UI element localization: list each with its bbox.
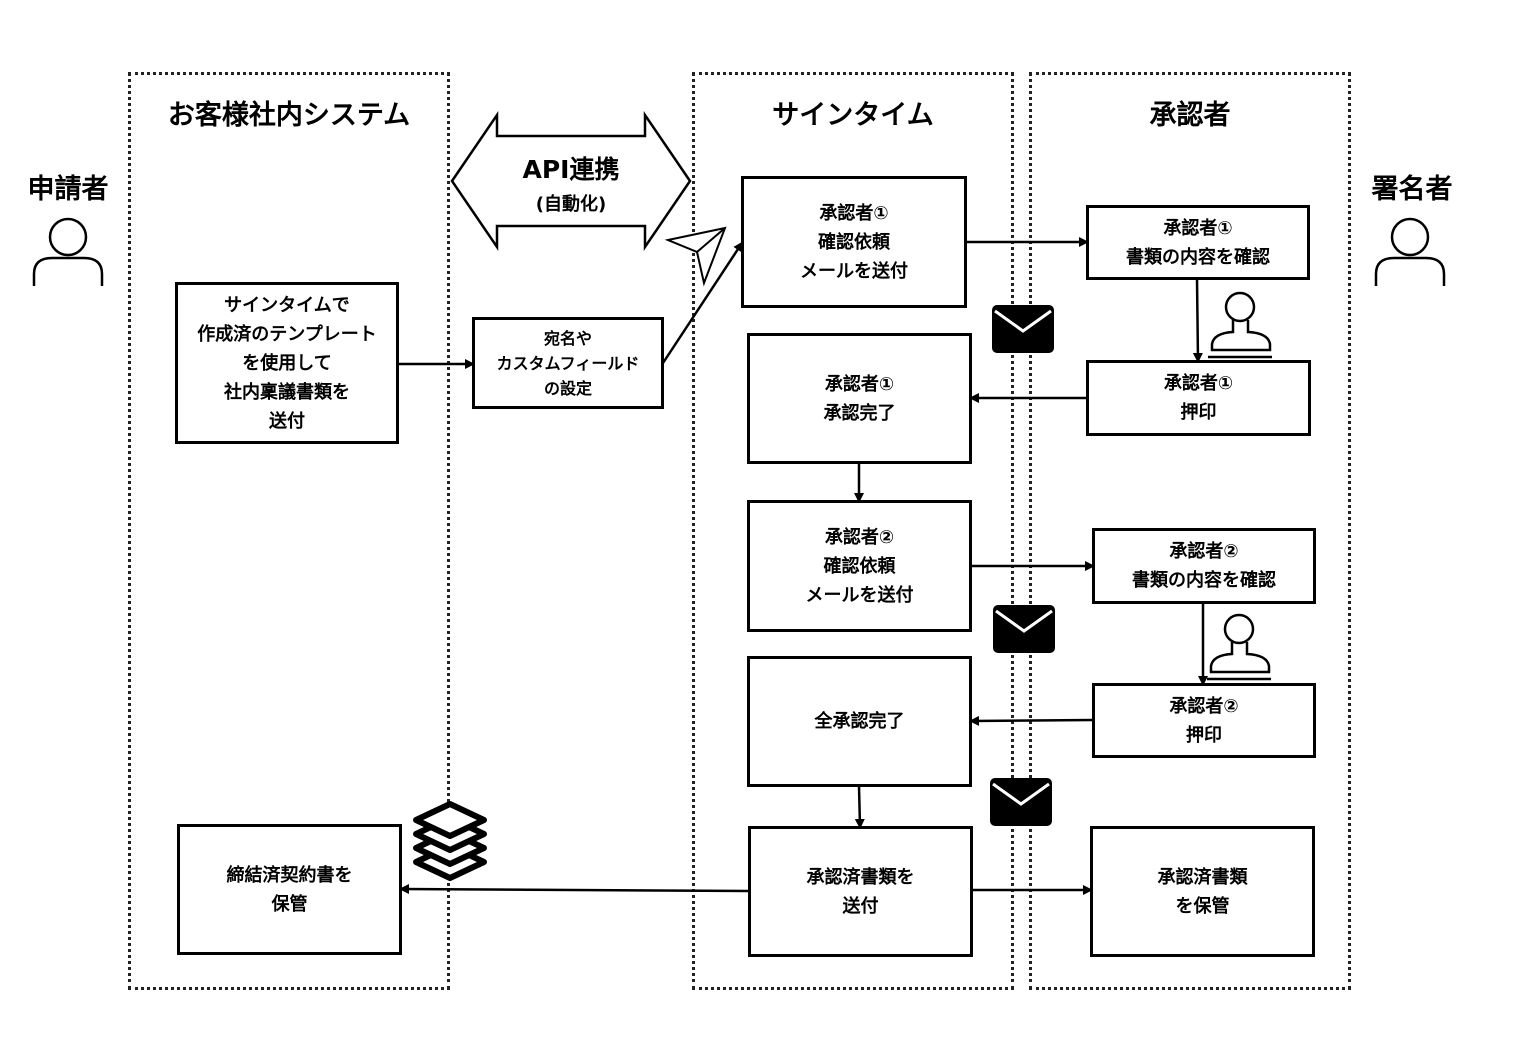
stamp-icon [1207, 613, 1271, 681]
lane-title-customer-system: お客様社内システム [167, 100, 411, 131]
box-address-fields: 宛名や カスタムフィールド の設定 [472, 317, 664, 409]
actor-signer-label: 署名者 [1371, 174, 1453, 205]
box-request2: 承認者② 確認依頼 メールを送付 [747, 500, 972, 632]
lane-customer-system [128, 72, 450, 990]
box-stamp2: 承認者② 押印 [1092, 683, 1316, 758]
envelope-icon [992, 305, 1054, 353]
envelope-icon [990, 778, 1052, 826]
stamp-icon [1208, 291, 1272, 359]
box-check1: 承認者① 書類の内容を確認 [1086, 205, 1310, 280]
box-store-approved: 承認済書類 を保管 [1090, 826, 1315, 957]
box-store-contract: 締結済契約書を 保管 [177, 824, 402, 955]
box-check2: 承認者② 書類の内容を確認 [1092, 528, 1316, 604]
box-send-template: サインタイムで 作成済のテンプレート を使用して 社内稟議書類を 送付 [175, 282, 399, 444]
arrow-stamp2-to-all-complete [969, 715, 1094, 726]
lane-signtime [692, 72, 1014, 990]
arrow-send-to-store-contract [399, 884, 750, 895]
box-stamp1: 承認者① 押印 [1086, 360, 1311, 436]
box-complete1: 承認者① 承認完了 [747, 333, 972, 464]
paper-plane-icon [664, 226, 727, 287]
arrow-all-complete-to-send [854, 785, 865, 829]
arrow-check1-to-stamp1 [1192, 278, 1203, 363]
api-title: API連携 [522, 155, 620, 184]
arrow-fields-to-request1 [661, 241, 744, 364]
box-send-approved: 承認済書類を 送付 [748, 826, 973, 957]
lane-approver [1029, 72, 1351, 990]
person-icon [1374, 217, 1446, 286]
api-subtitle: (自動化) [535, 194, 607, 215]
stack-icon [413, 801, 487, 881]
box-all-complete: 全承認完了 [747, 656, 972, 787]
person-icon [32, 217, 104, 286]
lane-title-signtime: サインタイム [772, 100, 934, 131]
envelope-icon [993, 605, 1055, 653]
api-double-arrow [450, 110, 692, 252]
box-request1: 承認者① 確認依頼 メールを送付 [741, 176, 967, 308]
actor-applicant-label: 申請者 [27, 174, 109, 205]
lane-title-approver: 承認者 [1149, 100, 1231, 131]
